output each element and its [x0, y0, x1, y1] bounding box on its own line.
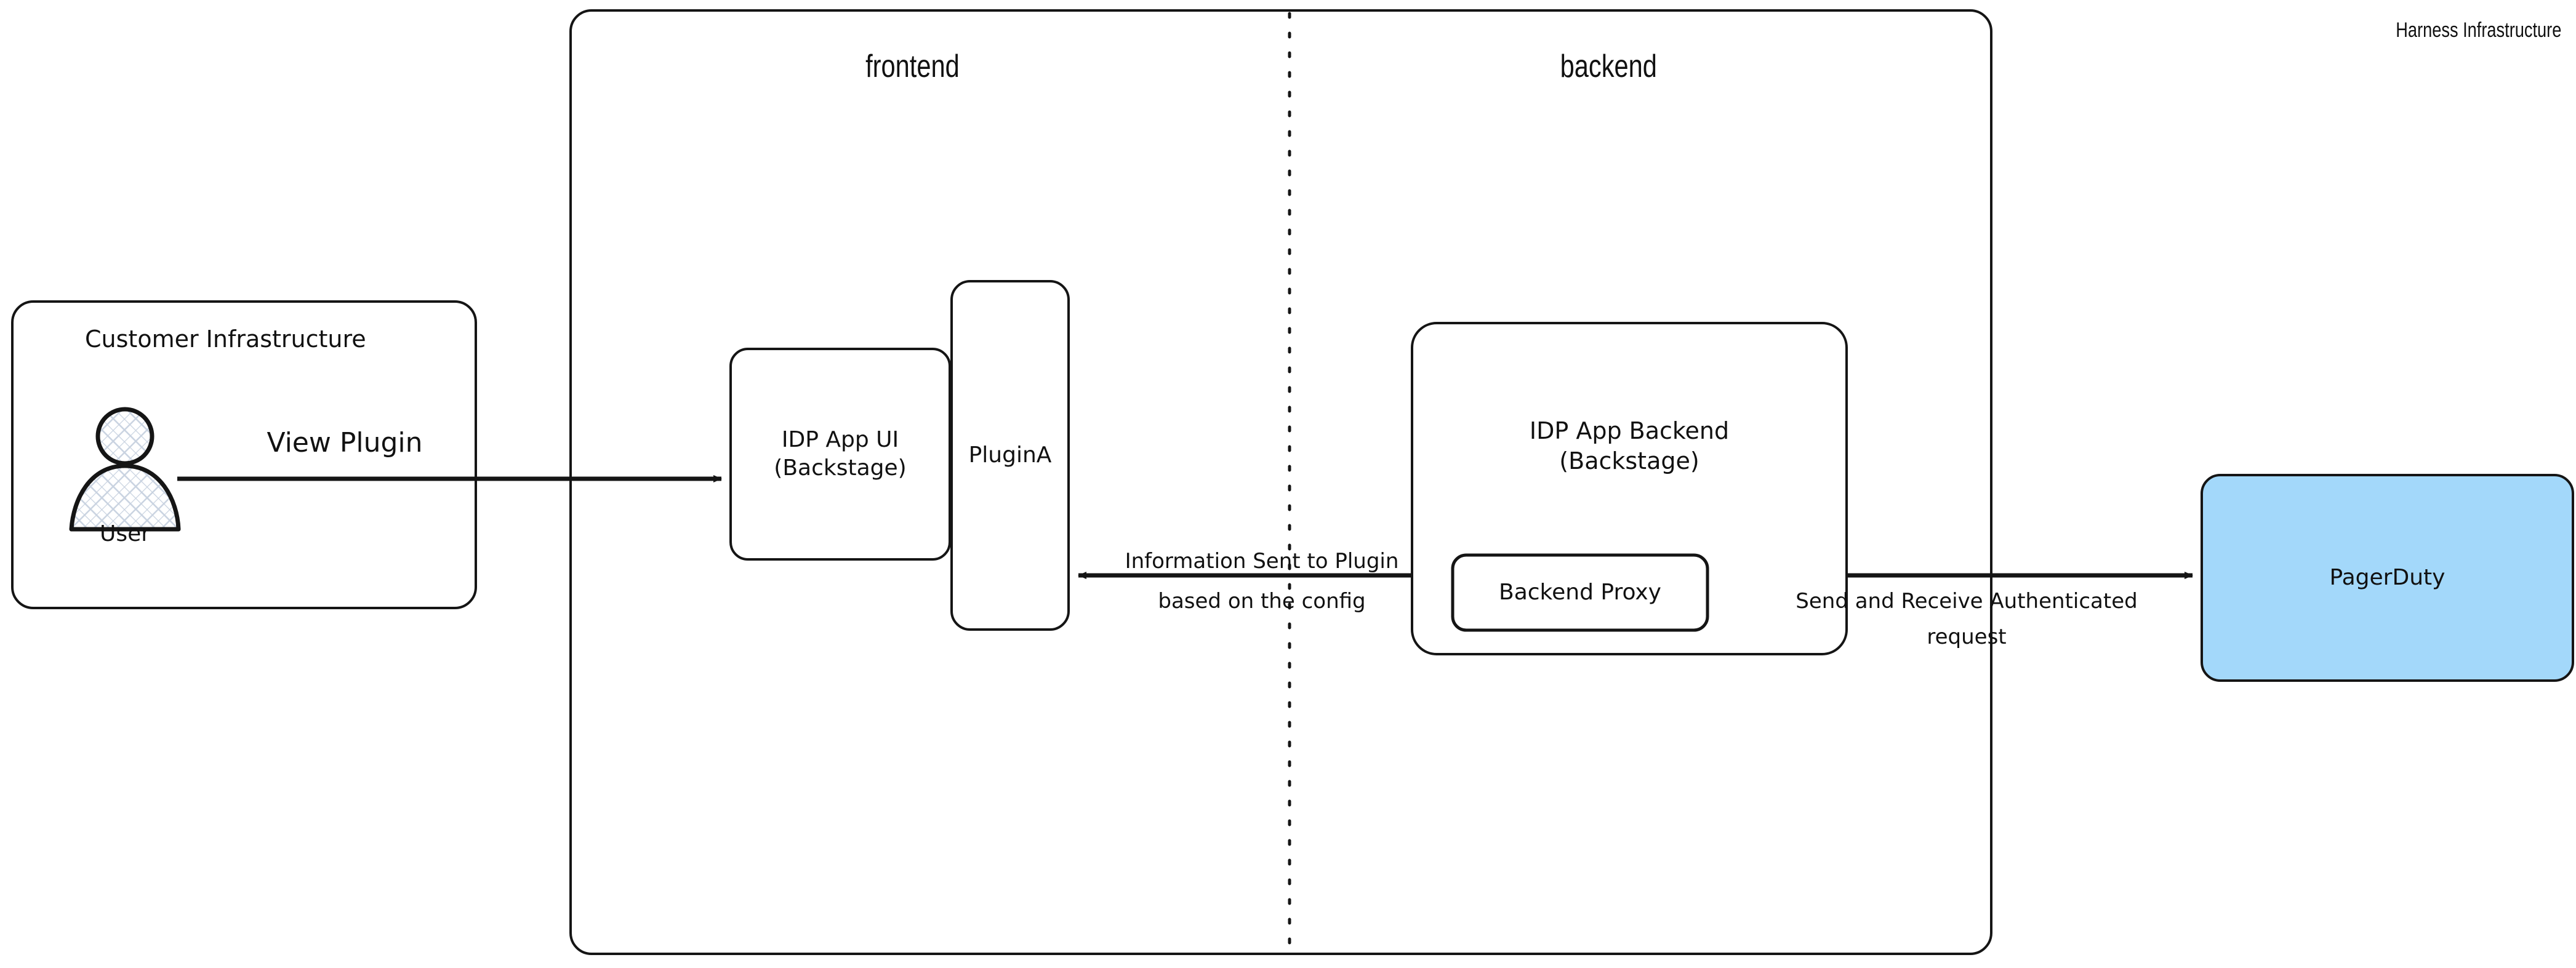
edge-label-information-sent-line-2: based on the config — [1158, 589, 1366, 614]
zone-label-backend: backend — [1560, 49, 1657, 84]
edge-label-view-plugin: View Plugin — [267, 427, 423, 458]
edge-label-information-sent-line-1: Information Sent to Plugin — [1125, 549, 1399, 574]
user-person-icon — [69, 407, 181, 532]
plugin-a-label: PluginA — [968, 442, 1052, 468]
harness-infrastructure-container — [569, 9, 1992, 955]
customer-infrastructure-label: Customer Infrastructure — [85, 326, 366, 353]
plugin-a-node[interactable]: PluginA — [952, 281, 1069, 630]
user-node-label: User — [100, 521, 151, 546]
pagerduty-node[interactable]: PagerDuty — [2202, 475, 2573, 681]
backend-proxy-node[interactable]: Backend Proxy — [1453, 555, 1707, 630]
plugin-a-node-outline — [950, 280, 1070, 631]
idp-app-backend-line-2: (Backstage) — [1559, 447, 1699, 474]
idp-app-ui-node[interactable]: IDP App UI (Backstage) — [731, 349, 950, 559]
pagerduty-node-outline — [2201, 474, 2574, 682]
idp-app-ui-line-1: IDP App UI — [781, 426, 899, 452]
edge-label-authenticated-line-2: request — [1927, 625, 2007, 649]
pagerduty-label: PagerDuty — [2329, 564, 2446, 590]
zone-label-frontend: frontend — [865, 49, 960, 84]
edge-label-authenticated-line-1: Send and Receive Authenticated — [1796, 589, 2138, 614]
idp-app-backend-node[interactable]: IDP App Backend (Backstage) — [1412, 323, 1847, 569]
backend-proxy-node-outline — [1451, 553, 1709, 632]
harness-infrastructure-label: Harness Infrastructure — [2395, 18, 2561, 42]
idp-app-ui-node-outline — [729, 348, 951, 561]
idp-app-backend-line-1: IDP App Backend — [1529, 417, 1730, 445]
backend-proxy-label: Backend Proxy — [1499, 579, 1661, 605]
idp-app-ui-line-2: (Backstage) — [774, 455, 907, 481]
